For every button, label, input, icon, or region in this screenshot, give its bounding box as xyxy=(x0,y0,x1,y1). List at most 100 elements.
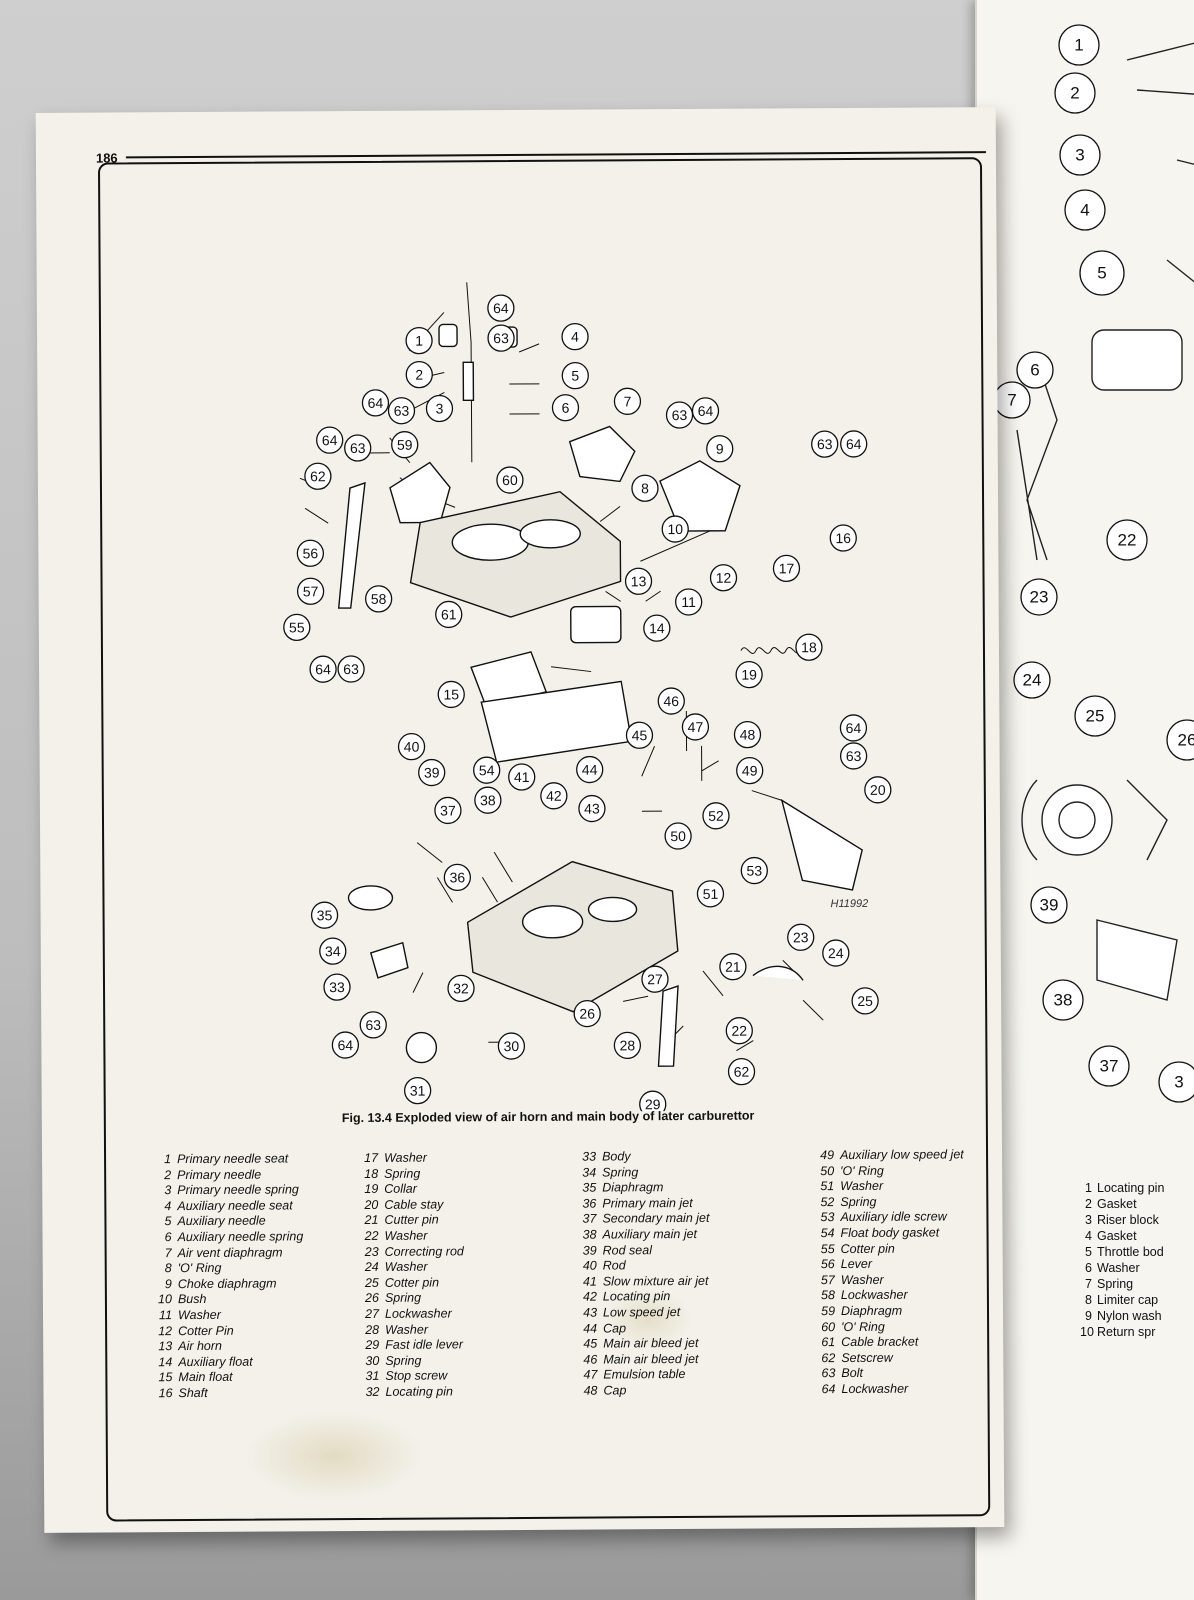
callout-rp-5: 5 xyxy=(1079,250,1125,296)
callout-63: 63 xyxy=(387,397,416,425)
stop-screw xyxy=(405,1031,438,1064)
svg-text:32: 32 xyxy=(453,980,469,996)
facing-page-diagram: 1 2 3 4 5 6 7 22 23 24 25 26 39 38 37 3 xyxy=(993,24,1194,1103)
callout-64: 64 xyxy=(840,430,868,458)
svg-text:6: 6 xyxy=(1030,361,1039,380)
svg-text:55: 55 xyxy=(289,619,305,635)
svg-text:31: 31 xyxy=(410,1083,426,1099)
callout-42: 42 xyxy=(540,782,568,810)
correcting-rod xyxy=(752,965,804,981)
diaphragm xyxy=(347,885,394,911)
svg-text:17: 17 xyxy=(779,560,795,576)
callout-64: 64 xyxy=(361,389,390,417)
callout-rp-1: 1 xyxy=(1058,24,1100,66)
fast-idle-lever xyxy=(657,985,679,1067)
callout-rp-39: 39 xyxy=(1030,886,1068,924)
callout-8: 8 xyxy=(631,474,659,502)
callout-37: 37 xyxy=(434,796,462,825)
svg-text:63: 63 xyxy=(672,407,688,423)
callout-48: 48 xyxy=(733,720,762,749)
callout-58: 58 xyxy=(364,585,393,613)
callout-27: 27 xyxy=(641,965,669,993)
svg-text:54: 54 xyxy=(479,762,495,778)
rod xyxy=(640,530,711,562)
callout-63: 63 xyxy=(337,655,365,683)
callout-20: 20 xyxy=(864,776,892,804)
main-float xyxy=(470,651,548,709)
bolt xyxy=(462,361,475,402)
svg-text:3: 3 xyxy=(1174,1073,1183,1092)
drawing-code: H11992 xyxy=(830,897,869,911)
main-body-bore xyxy=(521,905,584,939)
callout-46: 46 xyxy=(657,687,685,715)
callout-64: 64 xyxy=(839,714,868,742)
facing-page-callouts: 1 2 3 4 5 6 7 22 23 24 25 26 39 38 37 3 xyxy=(993,24,1194,1103)
svg-text:5: 5 xyxy=(571,368,579,384)
svg-text:27: 27 xyxy=(647,971,663,987)
auxiliary-float xyxy=(570,605,622,644)
callout-36: 36 xyxy=(443,863,471,892)
svg-text:49: 49 xyxy=(742,763,758,779)
figure-caption: Fig. 13.4 Exploded view of air horn and … xyxy=(341,1108,755,1126)
callout-49: 49 xyxy=(736,756,764,785)
callout-24: 24 xyxy=(822,939,850,967)
svg-text:44: 44 xyxy=(582,762,598,778)
svg-text:57: 57 xyxy=(303,583,319,599)
svg-text:9: 9 xyxy=(716,441,724,457)
callout-21: 21 xyxy=(719,953,747,981)
svg-text:36: 36 xyxy=(450,869,466,885)
callout-22: 22 xyxy=(725,1017,753,1045)
svg-text:2: 2 xyxy=(1070,84,1079,103)
callout-18: 18 xyxy=(795,633,823,661)
callout-28: 28 xyxy=(613,1031,642,1059)
callout-25: 25 xyxy=(851,987,879,1015)
callout-63: 63 xyxy=(359,1011,387,1039)
callout-62: 62 xyxy=(727,1058,756,1086)
svg-text:39: 39 xyxy=(424,764,440,780)
svg-text:14: 14 xyxy=(649,620,665,636)
callout-60: 60 xyxy=(496,466,524,494)
callout-29: 29 xyxy=(639,1090,667,1115)
callout-2: 2 xyxy=(405,360,433,389)
svg-text:4: 4 xyxy=(571,329,579,345)
svg-text:7: 7 xyxy=(1007,391,1016,410)
callout-1: 1 xyxy=(405,326,433,355)
svg-text:64: 64 xyxy=(846,720,862,736)
callout-32: 32 xyxy=(447,974,475,1003)
svg-text:58: 58 xyxy=(371,591,387,607)
main-body-bore xyxy=(587,896,638,923)
callout-64: 64 xyxy=(316,426,344,454)
svg-text:41: 41 xyxy=(514,769,530,785)
callout-61: 61 xyxy=(435,600,463,629)
svg-text:37: 37 xyxy=(1100,1057,1119,1076)
callout-6: 6 xyxy=(551,394,580,422)
svg-text:1: 1 xyxy=(415,333,423,349)
svg-text:56: 56 xyxy=(303,545,319,561)
primary-needle-seat xyxy=(438,323,458,348)
